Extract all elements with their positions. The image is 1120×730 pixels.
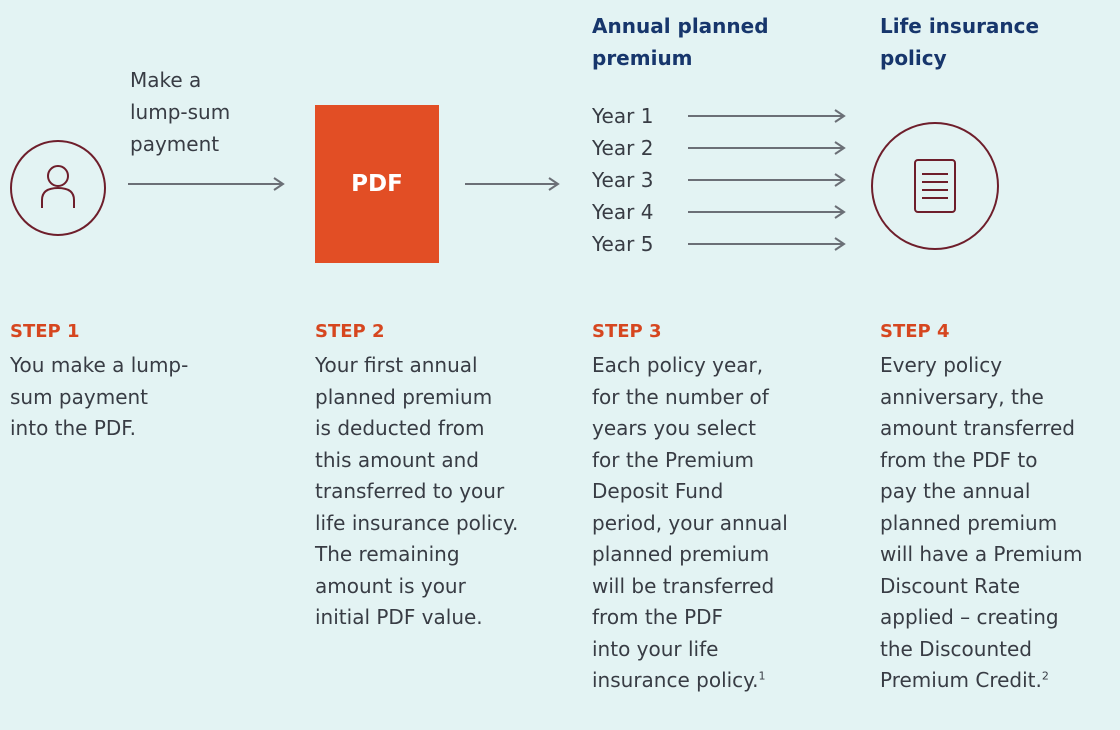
policy-heading: Life insurance policy	[880, 14, 1040, 70]
step-text-body: You make a lump- sum payment into the PD…	[10, 353, 189, 440]
annual-premium-heading: Annual planned premium	[592, 14, 769, 70]
arrow-icon	[688, 237, 846, 251]
step-1: STEP 1 You make a lump- sum payment into…	[10, 320, 280, 445]
year-row: Year 3	[592, 164, 862, 196]
step-text: Every policy anniversary, the amount tra…	[880, 350, 1120, 697]
step-text-body: Your first annual planned premium is ded…	[315, 353, 519, 629]
step-2: STEP 2 Your first annual planned premium…	[315, 320, 585, 634]
year-label: Year 5	[592, 232, 654, 256]
step-text: Each policy year, for the number of year…	[592, 350, 862, 697]
payment-label: Make a lump-sum payment	[130, 68, 231, 156]
year-label: Year 3	[592, 168, 654, 192]
arrow-icon	[688, 141, 846, 155]
step-3: STEP 3 Each policy year, for the number …	[592, 320, 862, 697]
arrow-icon	[688, 173, 846, 187]
year-row: Year 1	[592, 100, 862, 132]
step-text-body: Every policy anniversary, the amount tra…	[880, 353, 1083, 692]
year-label: Year 1	[592, 104, 654, 128]
step-text: You make a lump- sum payment into the PD…	[10, 350, 280, 445]
pdf-box: PDF	[315, 105, 439, 263]
document-icon	[914, 159, 956, 213]
arrow-icon	[688, 205, 846, 219]
footnote-marker: 2	[1041, 669, 1049, 683]
year-list: Year 1 Year 2 Year 3 Year 4 Year 5	[592, 100, 862, 260]
pdf-label: PDF	[351, 171, 403, 197]
person-circle	[10, 140, 106, 236]
step-title: STEP 1	[10, 321, 80, 342]
step-text-body: Each policy year, for the number of year…	[592, 353, 788, 692]
payment-arrow	[128, 177, 285, 191]
step-title: STEP 2	[315, 321, 385, 342]
year-label: Year 2	[592, 136, 654, 160]
year-row: Year 4	[592, 196, 862, 228]
year-label: Year 4	[592, 200, 654, 224]
footnote-marker: 1	[758, 669, 766, 683]
arrow-icon	[688, 109, 846, 123]
year-row: Year 5	[592, 228, 862, 260]
step-4: STEP 4 Every policy anniversary, the amo…	[880, 320, 1120, 697]
step-text: Your first annual planned premium is ded…	[315, 350, 585, 634]
policy-circle	[871, 122, 999, 250]
person-icon	[41, 165, 75, 208]
step-title: STEP 4	[880, 321, 950, 342]
step-title: STEP 3	[592, 321, 662, 342]
pdf-arrow	[465, 177, 560, 191]
year-row: Year 2	[592, 132, 862, 164]
